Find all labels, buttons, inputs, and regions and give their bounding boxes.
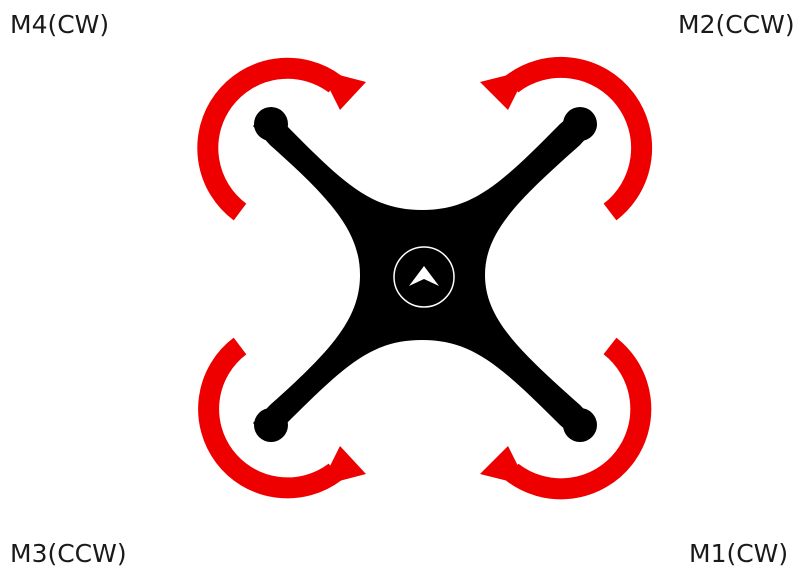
arm-tip-m2 — [563, 107, 597, 141]
motor-label-m2: M2(CCW) — [678, 12, 795, 37]
motor-label-m4: M4(CW) — [10, 12, 109, 37]
arm-tip-m3 — [254, 408, 288, 442]
motor-label-m1: M1(CW) — [689, 541, 788, 566]
arm-tip-m4 — [254, 107, 288, 141]
motor-label-m3: M3(CCW) — [10, 541, 127, 566]
arm-tip-m1 — [563, 408, 597, 442]
